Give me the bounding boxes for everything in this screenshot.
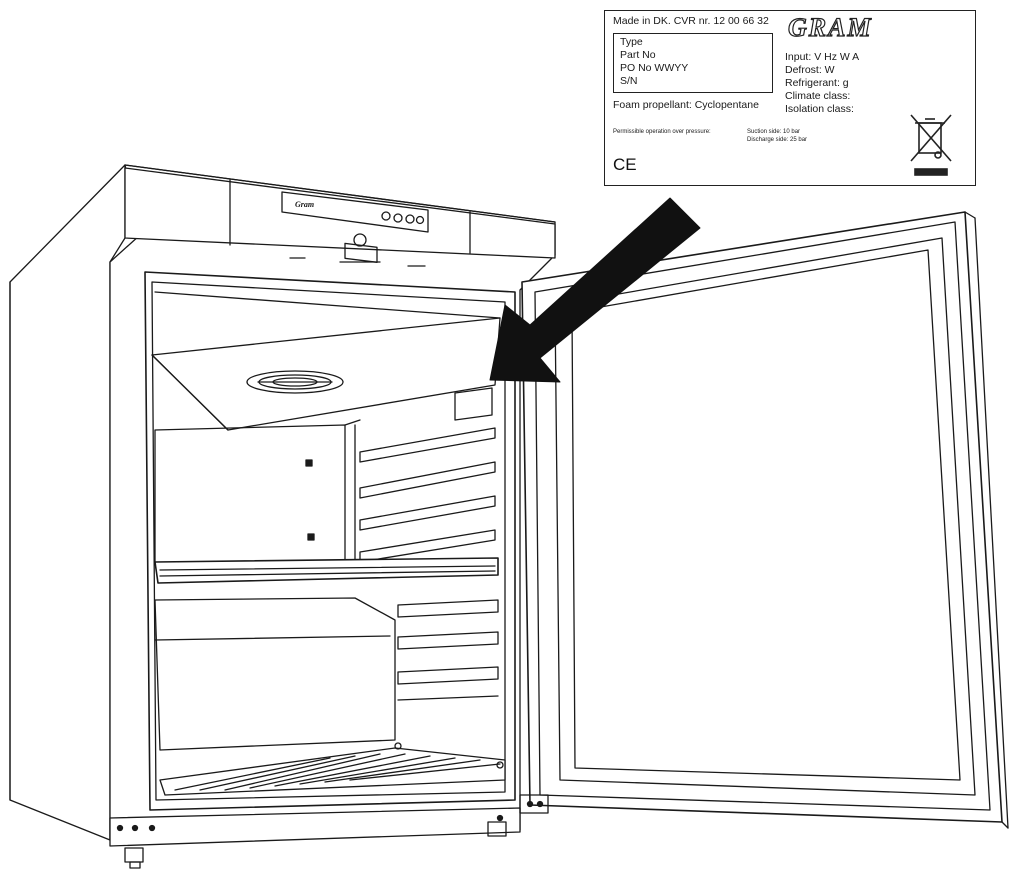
id-box: Type Part No PO No WWYY S/N xyxy=(613,33,773,93)
crossed-out-wheelie-bin-icon xyxy=(910,114,952,176)
interior xyxy=(154,419,506,796)
discharge-side-text: Discharge side: 25 bar xyxy=(747,137,808,143)
gram-logo: GRAM xyxy=(787,12,873,42)
spec-isolation-class: Isolation class: xyxy=(785,103,854,115)
foam-propellant-text: Foam propellant: Cyclopentane xyxy=(613,99,759,111)
id-line-type: Type xyxy=(620,36,643,48)
glass-door xyxy=(519,211,1009,829)
suction-side-text: Suction side: 10 bar xyxy=(747,129,801,135)
id-line-part-no: Part No xyxy=(620,49,656,61)
id-line-sn: S/N xyxy=(620,75,638,87)
spec-input: Input: V Hz W A xyxy=(785,51,860,63)
ce-mark: CE xyxy=(613,155,637,174)
control-panel: Gram xyxy=(281,191,429,267)
rating-label-plate: Made in DK. CVR nr. 12 00 66 32 GRAM Typ… xyxy=(604,10,976,186)
control-panel-logo: Gram xyxy=(295,200,314,209)
made-in-text: Made in DK. CVR nr. 12 00 66 32 xyxy=(613,15,769,27)
pointer-arrow xyxy=(489,197,701,383)
spec-defrost: Defrost: W xyxy=(785,64,835,76)
id-line-po-no: PO No WWYY xyxy=(620,62,689,74)
pressure-label: Permissible operation over pressure: xyxy=(613,129,711,135)
evaporator-cover xyxy=(151,291,501,431)
spec-refrigerant: Refrigerant: g xyxy=(785,77,849,89)
spec-climate-class: Climate class: xyxy=(785,90,851,102)
